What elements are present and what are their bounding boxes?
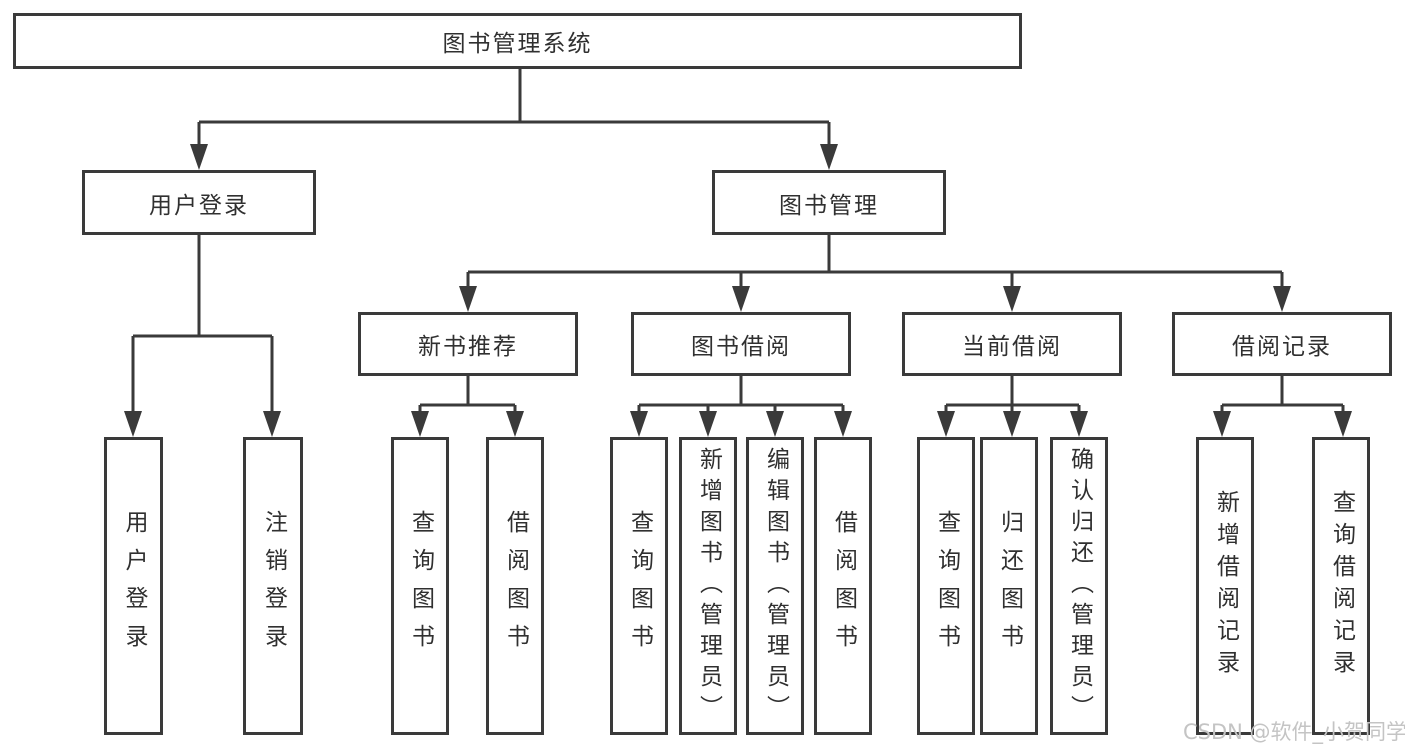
node-label: 查询借阅记录 (1328, 490, 1355, 682)
arrow-icon (820, 144, 838, 170)
arrow-icon (1334, 411, 1352, 437)
arrow-icon (1070, 411, 1088, 437)
leaf-logout: 注销登录 (243, 437, 303, 735)
arrow-icon (263, 411, 281, 437)
node-user-login: 用户登录 (82, 170, 316, 235)
node-label: 图书借阅 (691, 334, 791, 360)
node-label: 借阅图书 (502, 510, 529, 662)
leaf-query-books-recommend: 查询图书 (391, 437, 449, 735)
arrow-icon (630, 411, 648, 437)
leaf-query-books-current: 查询图书 (917, 437, 975, 735)
node-current-borrow: 当前借阅 (902, 312, 1122, 376)
leaf-user-login: 用户登录 (104, 437, 163, 735)
node-label: 用户登录 (149, 192, 249, 219)
node-label: 归还图书 (996, 510, 1023, 662)
leaf-borrow-books: 借阅图书 (814, 437, 872, 735)
node-label: 新书推荐 (418, 334, 518, 360)
arrow-icon (1003, 411, 1021, 437)
leaf-confirm-return-admin: 确认归还（管理员） (1050, 437, 1108, 735)
node-label: 编辑图书（管理员） (762, 446, 789, 726)
node-new-book-recommend: 新书推荐 (358, 312, 578, 376)
node-label: 查询图书 (626, 510, 653, 662)
node-book-management: 图书管理 (712, 170, 946, 235)
leaf-return-books: 归还图书 (980, 437, 1038, 735)
node-label: 借阅图书 (830, 510, 857, 662)
node-label: 图书管理 (779, 192, 879, 219)
leaf-query-borrow-record: 查询借阅记录 (1312, 437, 1370, 735)
arrow-icon (766, 411, 784, 437)
node-label: 借阅记录 (1232, 334, 1332, 360)
node-label: 新增图书（管理员） (695, 446, 722, 726)
arrow-icon (937, 411, 955, 437)
node-label: 用户登录 (121, 510, 147, 662)
arrowheads (124, 144, 1352, 437)
arrow-icon (1213, 411, 1231, 437)
node-label: 查询图书 (407, 510, 434, 662)
arrow-icon (1003, 286, 1021, 312)
csdn-watermark: CSDN @软件_小贺同学 (1183, 720, 1405, 744)
leaf-add-borrow-record: 新增借阅记录 (1196, 437, 1254, 735)
leaf-query-books-borrow: 查询图书 (610, 437, 668, 735)
node-label: 当前借阅 (962, 334, 1062, 360)
leaf-edit-books-admin: 编辑图书（管理员） (746, 437, 804, 735)
arrow-icon (190, 144, 208, 170)
arrow-icon (1273, 286, 1291, 312)
node-book-borrow: 图书借阅 (631, 312, 851, 376)
node-borrow-records: 借阅记录 (1172, 312, 1392, 376)
arrow-icon (124, 411, 142, 437)
leaf-borrow-books-recommend: 借阅图书 (486, 437, 544, 735)
arrow-icon (411, 411, 429, 437)
node-label: 确认归还（管理员） (1066, 446, 1093, 726)
leaf-add-books-admin: 新增图书（管理员） (679, 437, 737, 735)
arrow-icon (732, 286, 750, 312)
node-label: 注销登录 (260, 510, 287, 662)
node-label: 新增借阅记录 (1212, 490, 1239, 682)
node-label: 查询图书 (933, 510, 960, 662)
node-root-library-system: 图书管理系统 (13, 13, 1022, 69)
arrow-icon (506, 411, 524, 437)
arrow-icon (699, 411, 717, 437)
node-label: 图书管理系统 (442, 31, 593, 57)
arrow-icon (834, 411, 852, 437)
arrow-icon (459, 286, 477, 312)
